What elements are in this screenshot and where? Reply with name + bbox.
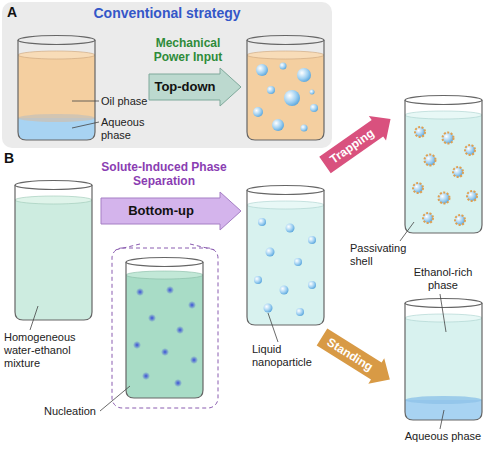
beaker-passivated <box>400 96 482 242</box>
process-arrow: Mechanical Power InputTop-down <box>148 36 242 107</box>
nucleation-inset <box>100 244 218 411</box>
beaker-mixture <box>15 181 92 331</box>
callout-label: Aqueous phase <box>400 430 486 443</box>
process-arrow: Solute-Induced Phase SeparationBottom-up <box>100 160 242 231</box>
callout-label: Oil phase <box>101 95 149 108</box>
callout-label: Liquid nanoparticle <box>252 343 322 369</box>
node-text: A <box>7 4 17 20</box>
callout-label: Nucleation <box>44 405 104 418</box>
beaker-separated <box>405 294 482 429</box>
node-text: Conventional strategy <box>2 5 332 21</box>
callout-label: Aqueous phase <box>101 116 147 142</box>
callout-label: Ethanol-rich phase <box>400 266 486 292</box>
callout-label: Passivating shell <box>350 242 410 268</box>
node-text: Standing <box>314 324 386 384</box>
beaker-nanoparticles <box>247 186 324 343</box>
callout-label: Homogeneous water-ethanol mixture <box>4 331 96 370</box>
panel-letter: B <box>4 152 24 165</box>
node-text: Mechanical Power Input <box>148 36 242 64</box>
node-text: Bottom-up <box>100 198 222 224</box>
standing-arrow: Standing <box>314 324 398 392</box>
node-text: Top-down <box>148 74 222 100</box>
node-text: Solute-Induced Phase Separation <box>100 160 242 188</box>
